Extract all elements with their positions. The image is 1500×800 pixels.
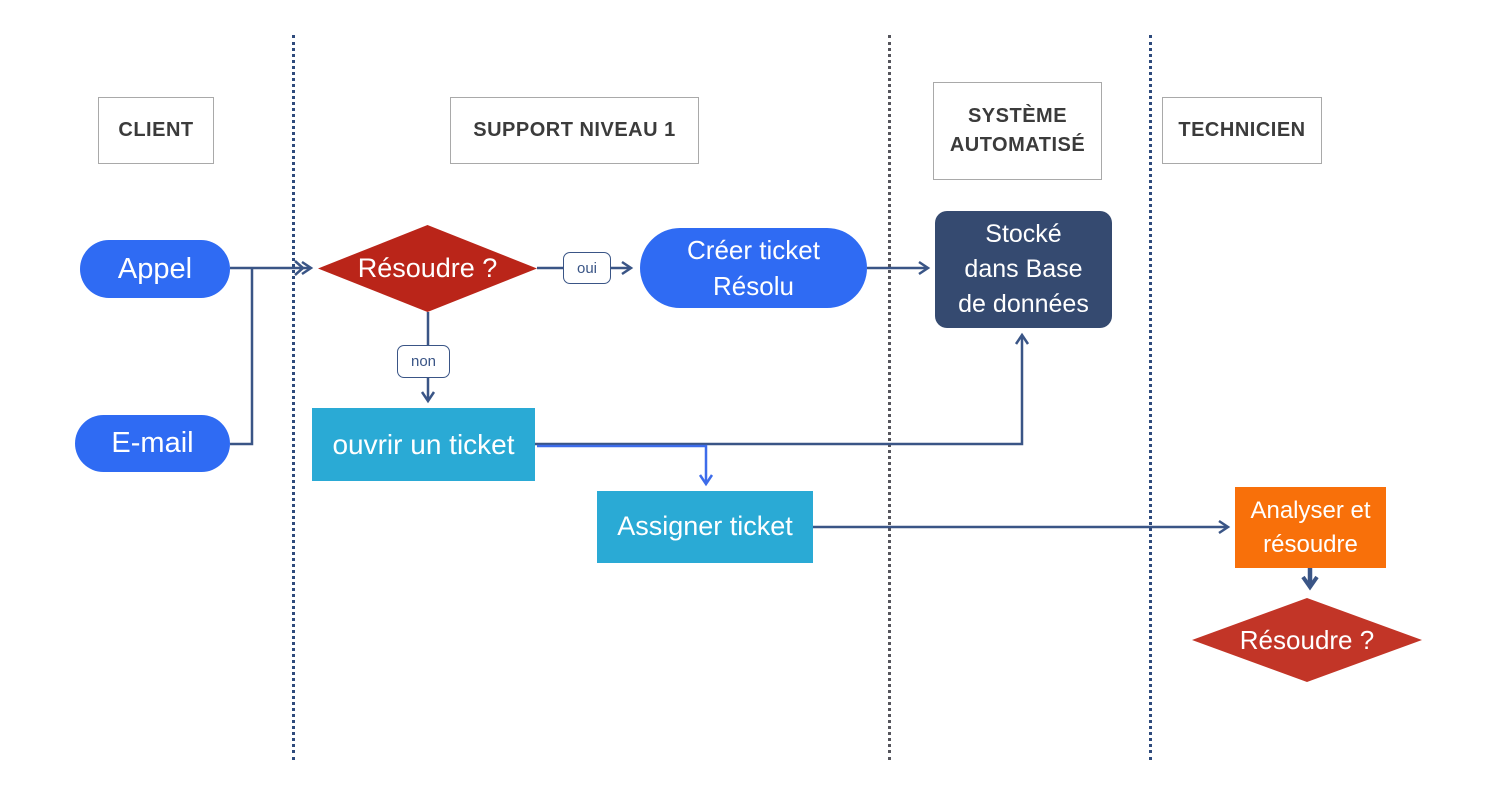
lane-divider-3 [1149,35,1152,760]
connector-email-to-decision1 [230,269,254,446]
node-email: E-mail [75,415,230,472]
lane-divider-2 [888,35,891,760]
arrow-double-chevron [294,260,305,276]
node-assigner-ticket: Assigner ticket [597,491,813,563]
edge-label-oui: oui [563,252,611,284]
lane-header-support-niveau-1: SUPPORT NIVEAU 1 [450,97,699,164]
edge-label-non: non [397,345,450,378]
lane-header-technicien: TECHNICIEN [1162,97,1322,164]
lane-divider-1 [292,35,295,760]
node-analyser-et-resoudre: Analyser et résoudre [1235,487,1386,568]
lane-header-client: CLIENT [98,97,214,164]
connector-ouvrir-to-stocke [535,332,1030,446]
node-stocke-base-de-donnees: Stocké dans Base de données [935,211,1112,328]
node-ouvrir-un-ticket: ouvrir un ticket [312,408,535,481]
lane-header-systeme-automatise: SYSTÈME AUTOMATISÉ [933,82,1102,180]
node-appel: Appel [80,240,230,298]
connector-ouvrir-to-assigner [537,444,714,487]
node-creer-ticket-resolu: Créer ticket Résolu [640,228,867,308]
